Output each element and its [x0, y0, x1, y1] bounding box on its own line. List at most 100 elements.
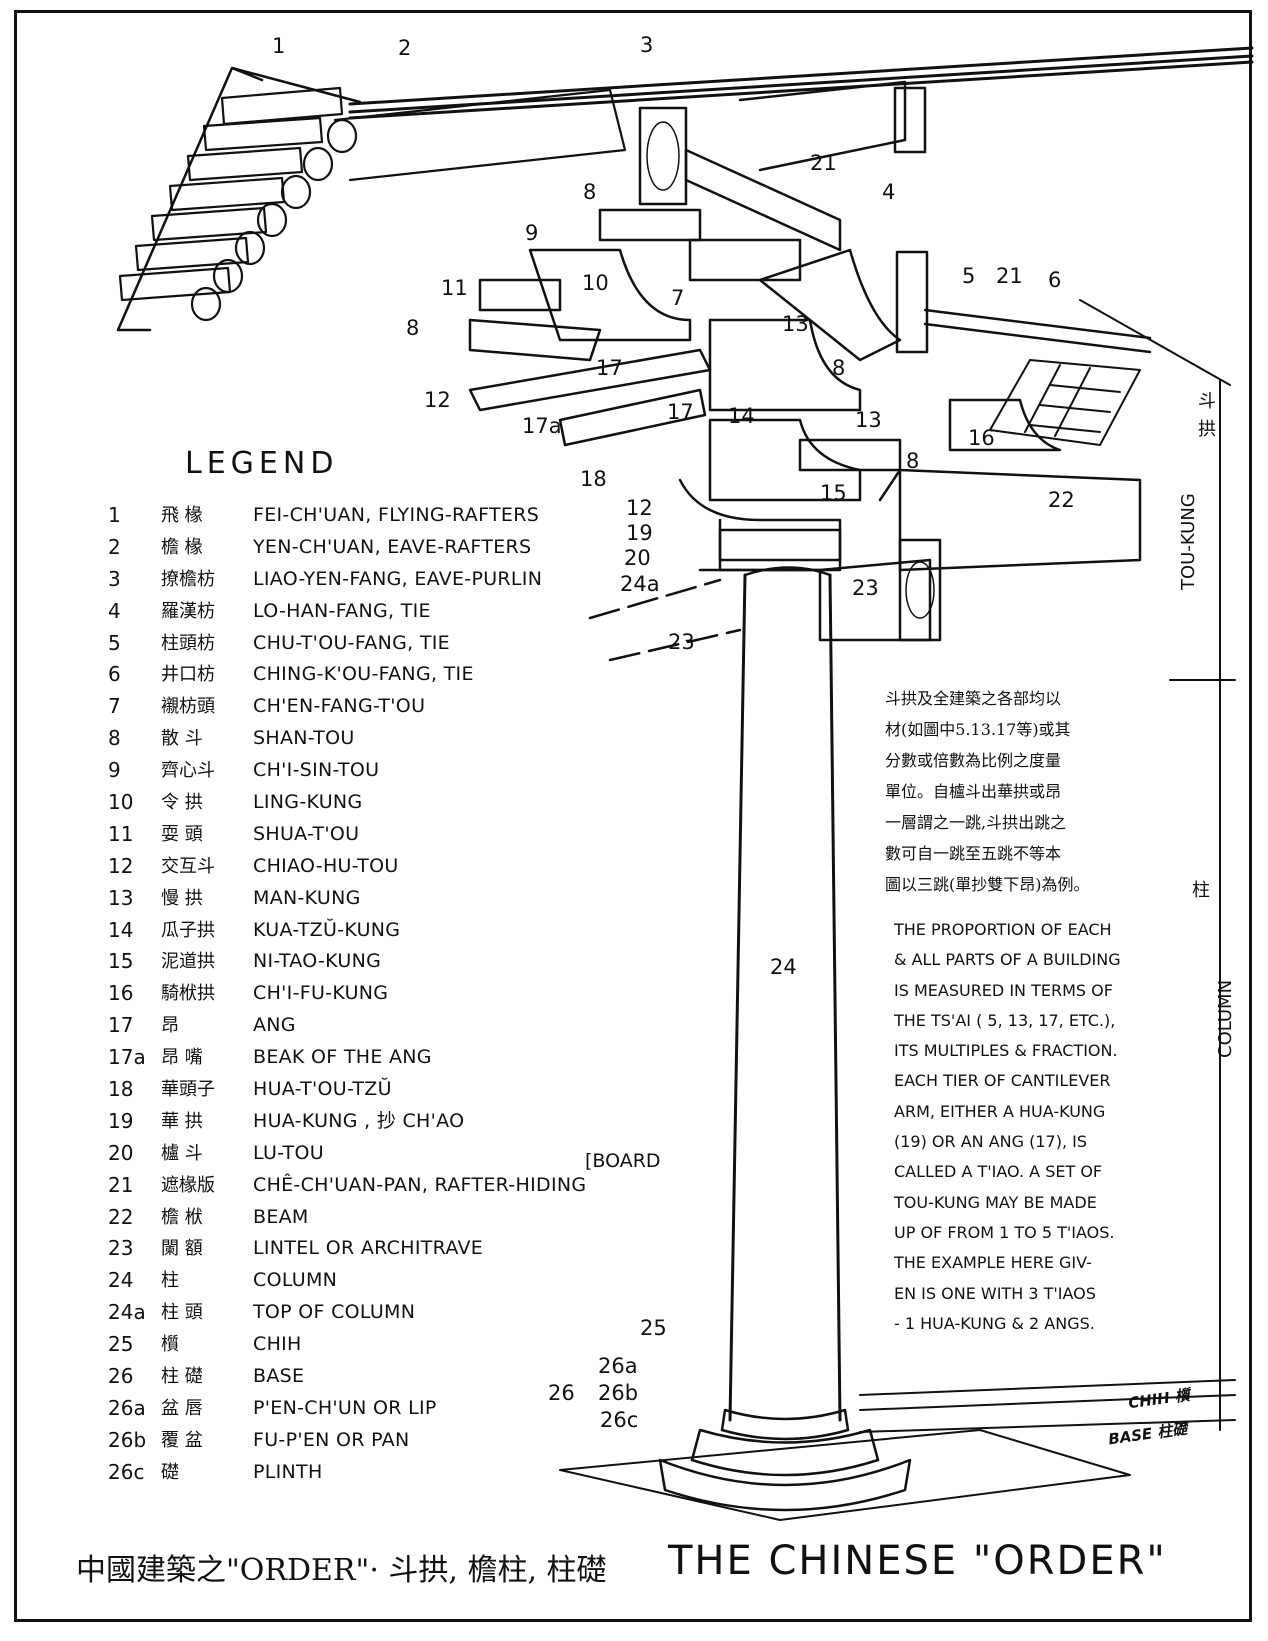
callout-2: 2	[398, 36, 412, 60]
outer-frame	[14, 10, 1252, 1622]
legend-english: CH'I-FU-KUNG	[253, 982, 389, 1005]
legend-chinese: 覆 盆	[161, 1429, 203, 1451]
legend-row: 24 柱 COLUMN	[108, 1265, 698, 1297]
column-base	[559, 1408, 1131, 1521]
callout-23: 23	[852, 576, 879, 600]
note-chinese-line: 分數或倍數為比例之度量	[885, 751, 1062, 770]
legend-number: 10	[108, 790, 134, 815]
column-dimension-label: COLUMN	[1215, 979, 1236, 1058]
callout-21: 21	[810, 151, 837, 175]
tou-kung-zh-char: 拱	[1198, 419, 1216, 440]
legend-chinese: 飛 椽	[161, 505, 203, 526]
callout-19: 19	[626, 521, 653, 545]
legend-number: 9	[108, 758, 121, 783]
legend-english: LIAO-YEN-FANG, EAVE-PURLIN	[253, 567, 543, 590]
callout-8: 8	[583, 180, 597, 204]
note-english-line: ARM, EITHER A HUA-KUNG	[894, 1101, 1106, 1121]
legend-english: NI-TAO-KUNG	[253, 950, 382, 973]
legend-chinese: 慢 拱	[161, 887, 203, 909]
callout-13: 13	[855, 408, 882, 432]
legend-number: 24	[108, 1268, 134, 1293]
callout-16: 16	[968, 426, 995, 450]
callout-22: 22	[1048, 488, 1075, 512]
column-chinese-label: 柱	[1192, 880, 1210, 901]
callout-9: 9	[525, 221, 539, 245]
legend-english: COLUMN	[253, 1269, 338, 1292]
legend-number: 18	[108, 1077, 134, 1102]
lu-tou	[718, 528, 842, 572]
legend-chinese: 盆 唇	[161, 1397, 203, 1419]
legend-chinese: 柱 頭	[161, 1302, 203, 1324]
legend-chinese: 耍 頭	[161, 823, 203, 845]
callout-11: 11	[441, 276, 468, 300]
callout-26a: 26a	[598, 1354, 638, 1378]
callout-14: 14	[728, 404, 755, 428]
legend-chinese: 瓜子拱	[161, 919, 215, 941]
callout-4: 4	[882, 180, 896, 204]
callout-21: 21	[996, 264, 1023, 288]
legend-number: 1	[108, 503, 121, 527]
ceiling-grid	[989, 359, 1141, 446]
callout-24a: 24a	[620, 572, 660, 596]
legend-number: 4	[108, 598, 121, 623]
legend-english: YEN-CH'UAN, EAVE-RAFTERS	[253, 535, 532, 558]
legend-number: 26a	[108, 1395, 146, 1420]
note-english-line: CALLED A T'IAO. A SET OF	[894, 1162, 1103, 1182]
legend-chinese: 令 拱	[161, 792, 203, 814]
legend-number: 26b	[108, 1427, 147, 1452]
legend-chinese: 交互斗	[161, 855, 215, 877]
legend-english: KUA-TZŬ-KUNG	[253, 918, 401, 941]
note-english-line: TOU-KUNG MAY BE MADE	[894, 1192, 1097, 1212]
note-chinese-line: 單位。自櫨斗出華拱或昂	[885, 782, 1062, 801]
legend-chinese: 齊心斗	[161, 760, 215, 782]
plinth	[559, 1429, 1131, 1521]
legend-chinese: 昂 嘴	[161, 1047, 203, 1069]
legend-chinese: 散 斗	[161, 728, 203, 750]
callout-7: 7	[671, 286, 685, 310]
legend-chinese: 華頭子	[161, 1079, 215, 1101]
legend-english: LING-KUNG	[253, 791, 363, 814]
legend-english: CHING-K'OU-FANG, TIE	[253, 663, 474, 686]
tou-kung-dimension-label: TOU-KUNG	[1178, 493, 1199, 590]
legend-number: 26c	[108, 1459, 145, 1484]
legend-english: CHIAO-HU-TOU	[253, 854, 399, 877]
legend-row: 1 飛 椽 FEI-CH'UAN, FLYING-RAFTERS	[108, 500, 698, 532]
note-english-line: & ALL PARTS OF A BUILDING	[894, 950, 1121, 970]
callout-26c: 26c	[600, 1408, 639, 1432]
note-chinese-line: 斗拱及全建築之各部均以	[885, 689, 1062, 708]
legend-chinese: 柱	[161, 1270, 179, 1292]
legend-number: 20	[108, 1140, 134, 1165]
legend-english: CHÊ-CH'UAN-PAN, RAFTER-HIDING	[253, 1173, 587, 1196]
legend-english: SHAN-TOU	[253, 727, 355, 750]
lintel	[698, 558, 932, 642]
legend-english: FEI-CH'UAN, FLYING-RAFTERS	[253, 504, 540, 526]
legend-chinese: 檐 椽	[161, 536, 203, 558]
callout-23: 23	[668, 630, 695, 654]
legend-chinese: 闌 額	[161, 1238, 203, 1260]
callout-1: 1	[272, 34, 286, 58]
callout-8: 8	[406, 316, 420, 340]
callout-20: 20	[624, 546, 651, 570]
beam	[878, 468, 1142, 572]
callout-26b: 26b	[598, 1381, 639, 1405]
legend-english: BASE	[253, 1365, 305, 1388]
title-chinese: 中國建築之"ORDER"· 斗拱, 檐柱, 柱礎	[76, 1553, 607, 1588]
note-english: THE PROPORTION OF EACH& ALL PARTS OF A B…	[894, 915, 1194, 1339]
title-english: THE CHINESE "ORDER"	[668, 1538, 1167, 1584]
legend-english: TOP OF COLUMN	[253, 1301, 416, 1324]
legend-title: LEGEND	[185, 446, 339, 481]
